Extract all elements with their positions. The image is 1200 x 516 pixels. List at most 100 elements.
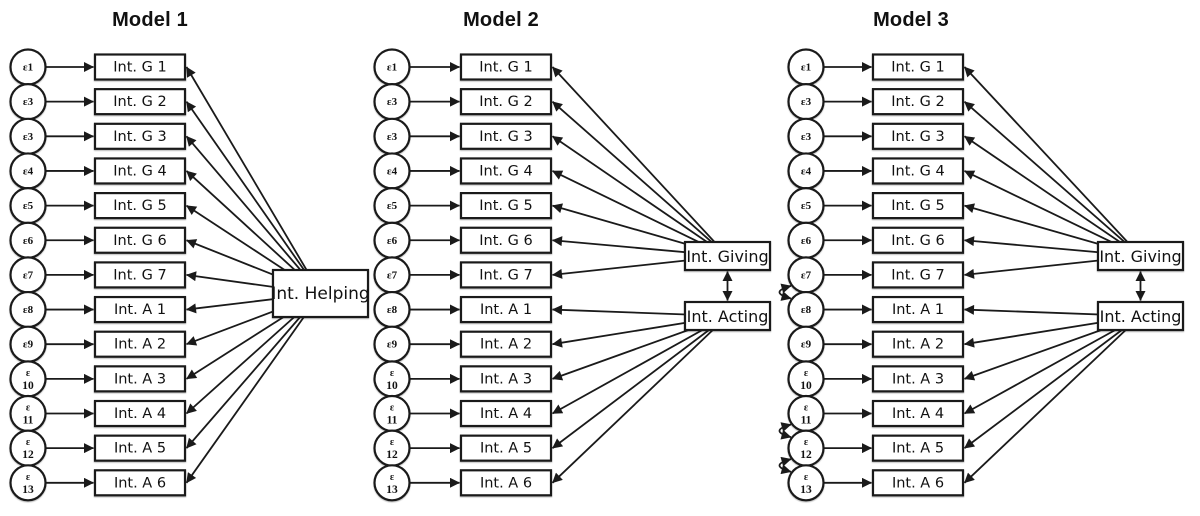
m2-indicator-label-3: Int. G 3 [479,129,532,145]
m3-indicator-label-6: Int. G 6 [891,233,944,249]
m1-indicator-box-4 [93,157,187,185]
m1-indicator-box-11 [93,399,187,428]
m3-indicator-box-2 [871,88,965,116]
m2-indicator-label-13: Int. A 6 [480,475,532,491]
m2-error-circle-13 [373,464,411,502]
m3-error-covariance-arc-12-13 [778,456,792,475]
m2-indicator-label-5: Int. G 5 [479,198,532,214]
m1-indicator-label-5: Int. G 5 [113,198,166,214]
m2-indicator-box-6 [459,226,553,254]
m2-error-label-3: ε3 [387,131,398,143]
m1-loading-arrow-int-helping-2 [185,101,322,295]
model-3-title: Model 3 [873,9,949,31]
m2-indicator-box-3 [459,122,553,150]
m3-loading-arrow-int-acting-13 [963,315,1142,484]
m3-indicator-label-9: Int. A 2 [892,337,944,353]
m1-loading-arrow-int-helping-3 [185,135,322,295]
m3-error-label-9: ε9 [801,339,812,351]
m1-error-label-8: ε8 [23,304,34,316]
m1-indicator-label-8: Int. A 1 [114,302,166,318]
m3-indicator-box-10 [871,365,965,393]
m1-indicator-label-9: Int. A 2 [114,337,166,353]
m3-latent-box-int-giving [1096,240,1185,272]
m3-indicator-box-4 [871,157,965,185]
m2-error-label-4: ε4 [387,165,398,177]
m2-indicator-box-4 [459,157,553,185]
m1-indicator-label-7: Int. G 7 [113,267,166,283]
m2-indicator-label-4: Int. G 4 [479,163,532,179]
m1-indicator-box-8 [93,295,187,324]
m1-indicator-box-12 [93,434,187,462]
m3-loading-arrow-int-acting-12 [963,315,1142,449]
m2-indicator-label-10: Int. A 3 [480,371,532,387]
m1-error-label-9: ε9 [23,339,34,351]
m2-indicator-box-5 [459,192,553,220]
model-1-title: Model 1 [112,9,188,31]
m3-loading-arrow-int-giving-2 [963,100,1142,257]
m1-indicator-box-3 [93,122,187,150]
m2-loading-arrow-int-acting-13 [551,315,729,484]
m2-indicator-box-8 [459,295,553,324]
m3-error-label-4: ε4 [801,165,812,177]
m2-error-label-1: ε1 [387,62,397,74]
m2-error-label-9: ε9 [387,339,398,351]
m3-indicator-box-1 [871,53,965,81]
m3-loading-arrow-int-giving-3 [963,135,1142,257]
m1-indicator-label-6: Int. G 6 [113,233,166,249]
m2-indicator-box-7 [459,261,553,289]
m1-indicator-label-3: Int. G 3 [113,129,166,145]
m1-error-label-2: ε3 [23,96,34,108]
m2-indicator-box-12 [459,434,553,462]
m3-error-covariance-arc-7-8 [778,283,792,301]
m1-indicator-box-10 [93,365,187,393]
m3-latent-label-int-acting: Int. Acting [1100,307,1182,326]
m1-indicator-label-12: Int. A 5 [114,441,166,457]
m1-error-label-4: ε4 [23,165,34,177]
m1-loading-arrow-int-helping-1 [185,66,322,294]
m2-indicator-label-11: Int. A 4 [480,406,532,422]
m2-indicator-label-8: Int. A 1 [480,302,532,318]
m2-error-label-8: ε8 [387,304,398,316]
m2-indicator-label-2: Int. G 2 [479,94,532,110]
m3-error-label-8: ε8 [801,304,812,316]
m3-error-circle-13 [787,464,825,502]
m2-indicator-box-10 [459,365,553,393]
m3-error-label-5: ε5 [801,200,812,212]
m1-indicator-box-5 [93,192,187,220]
m1-error-label-3: ε3 [23,131,34,143]
m3-error-covariance-arc-11-12 [778,422,792,440]
m1-error-label-7: ε7 [23,269,34,281]
m2-indicator-box-13 [459,469,553,497]
m3-indicator-label-1: Int. G 1 [891,60,944,76]
m3-indicator-label-13: Int. A 6 [892,475,944,491]
m1-indicator-label-4: Int. G 4 [113,163,166,179]
m3-error-label-3: ε3 [801,131,812,143]
m1-indicator-box-2 [93,88,187,116]
m2-latent-box-int-acting [683,300,772,332]
m1-loading-arrow-int-helping-12 [185,292,322,449]
m3-indicator-box-9 [871,330,965,358]
m3-indicator-label-7: Int. G 7 [891,267,944,283]
m2-loading-arrow-int-giving-2 [551,100,729,257]
m2-latent-label-int-acting: Int. Acting [687,307,769,326]
m2-latent-box-int-giving [683,240,772,272]
m2-indicator-box-9 [459,330,553,358]
m3-indicator-box-8 [871,295,965,324]
m2-loading-arrow-int-acting-11 [552,315,728,415]
m1-indicator-box-6 [93,226,187,254]
m2-indicator-label-7: Int. G 7 [479,267,532,283]
m3-loading-arrow-int-acting-11 [964,315,1141,415]
m2-indicator-label-12: Int. A 5 [480,441,532,457]
